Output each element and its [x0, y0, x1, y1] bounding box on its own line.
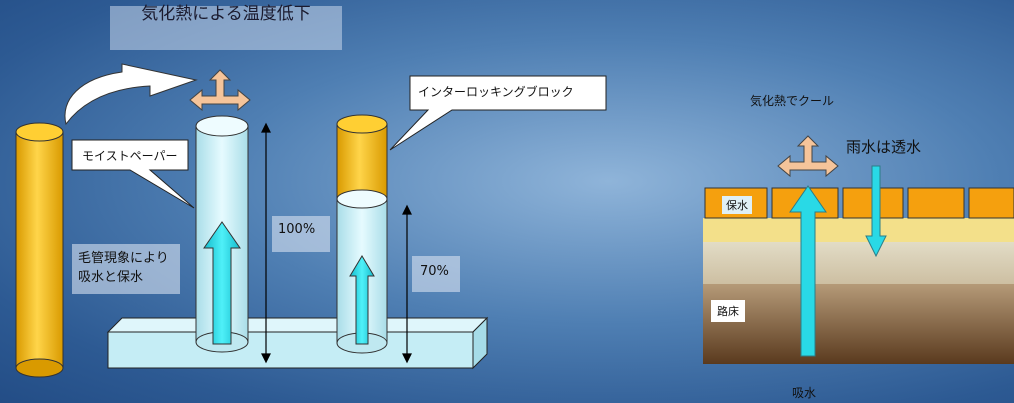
yellow-cylinder-left	[15, 122, 64, 378]
label-interlocking-block: インターロッキングブロック	[418, 85, 574, 99]
label-moist-paper: モイストペーパー	[82, 149, 178, 163]
label-capillary: 毛管現象により吸水と保水	[72, 244, 180, 294]
title-text: 気化熱による温度低下	[141, 4, 311, 24]
evaporation-arrow-right	[777, 135, 839, 178]
label-percent-100: 100%	[272, 216, 330, 252]
callout-interlocking-block	[389, 75, 607, 151]
capillary-arrow-short	[349, 255, 375, 345]
swoosh-arrow	[64, 63, 198, 126]
capillary-arrow-tall	[203, 221, 241, 345]
label-rain: 雨水は透水	[846, 138, 922, 156]
label-capillary-text: 毛管現象により吸水と保水	[78, 251, 169, 285]
ground-layers	[703, 218, 1014, 364]
label-percent-70: 70%	[412, 256, 460, 292]
rain-arrow	[865, 165, 887, 258]
label-absorb: 吸水	[792, 386, 817, 400]
percent-100-text: 100%	[278, 222, 316, 237]
callout-moist-paper	[71, 139, 195, 209]
dimension-arrow-70	[402, 204, 412, 364]
title-label: 気化熱による温度低下	[110, 6, 342, 50]
layer-label-top: 保水	[722, 196, 752, 214]
absorb-arrow	[789, 185, 827, 357]
label-cool: 気化熱でクール	[750, 94, 835, 108]
layer-label-roadbed: 路床	[711, 300, 745, 322]
percent-70-text: 70%	[420, 264, 449, 279]
dimension-arrow-100	[261, 122, 271, 364]
evaporation-arrow-left	[189, 69, 251, 112]
